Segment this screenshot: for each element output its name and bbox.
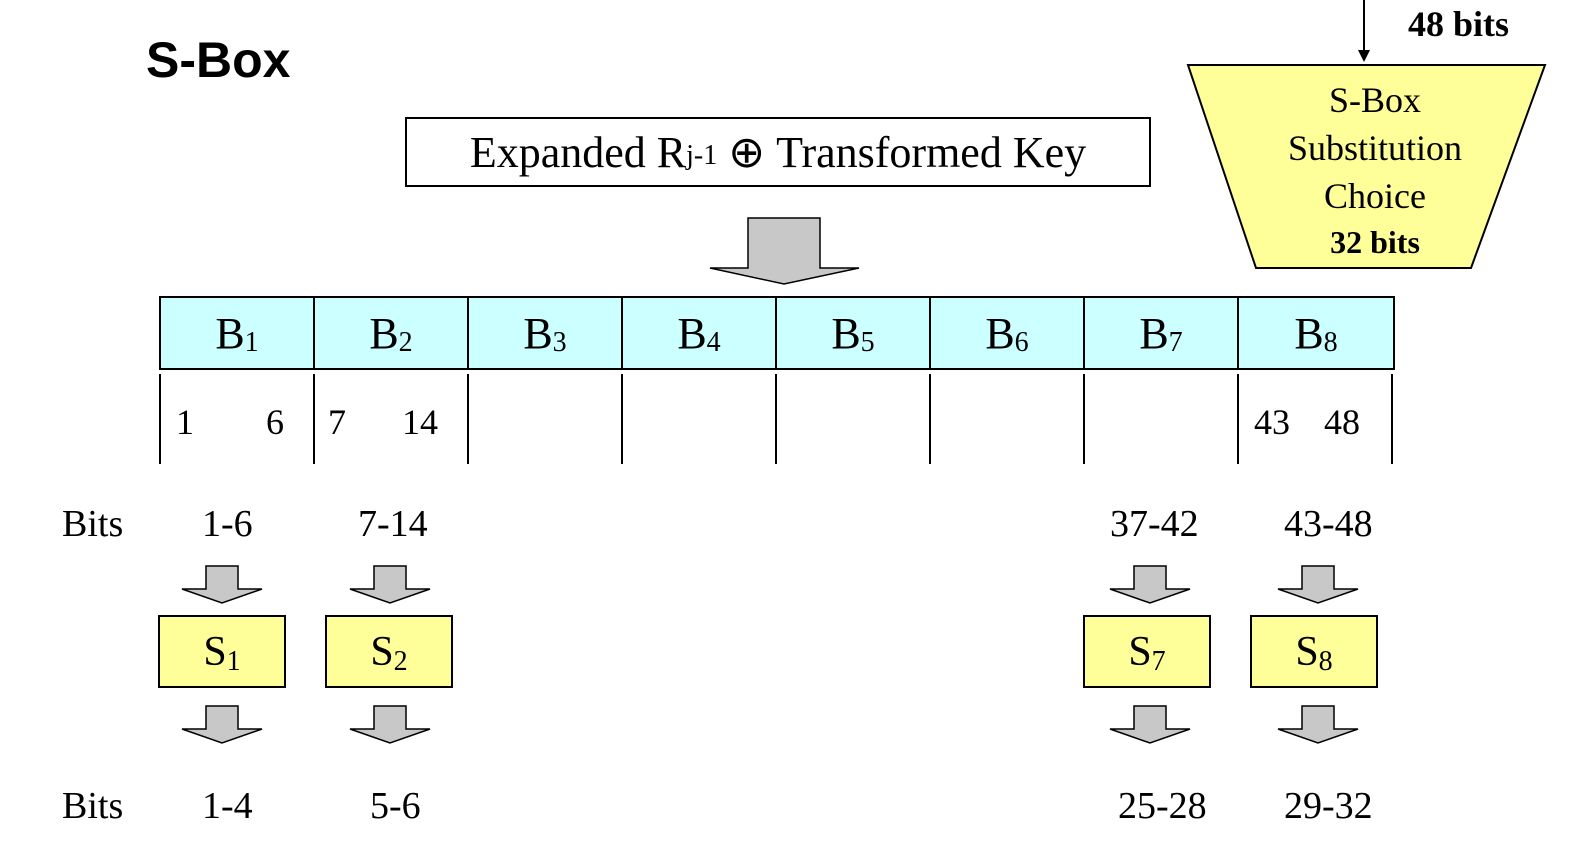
input-bits-range: 7-14 (358, 503, 428, 545)
bit-pos-b8-start: 43 (1254, 402, 1290, 442)
substitution-line-1: S-Box (1328, 80, 1422, 120)
substitution-line-3: Choice (1324, 176, 1426, 216)
bit-pos-b8-end: 48 (1324, 402, 1360, 442)
input-bits-range: 1-6 (202, 503, 253, 545)
input-bits-range: 43-48 (1284, 503, 1373, 545)
input-bits-range: 37-42 (1110, 503, 1199, 545)
down-arrow-icon (1109, 705, 1191, 744)
output-bits-range: 25-28 (1118, 785, 1207, 827)
divider-line (929, 374, 931, 464)
big-down-arrow-icon (709, 217, 860, 285)
input-bits-label: Bits (62, 503, 124, 545)
page-title: S-Box (146, 32, 291, 88)
xor-symbol: ⊕ (728, 127, 766, 177)
bit-pos-b1-start: 1 (176, 402, 194, 442)
substitution-trapezoid (1186, 64, 1547, 269)
divider-line (775, 374, 777, 464)
header-subscript: j-1 (686, 140, 718, 171)
bit-pos-b1-end: 6 (266, 402, 284, 442)
divider-line (159, 374, 161, 464)
down-arrow-icon (1277, 705, 1359, 744)
bit-pos-b2-end: 14 (402, 402, 438, 442)
header-prefix: Expanded R (469, 127, 687, 177)
divider-line (1083, 374, 1085, 464)
output-bits-range: 29-32 (1284, 785, 1373, 827)
down-arrow-icon (1277, 565, 1359, 604)
output-bits-range: 5-6 (370, 785, 421, 827)
divider-line (621, 374, 623, 464)
divider-line (1391, 374, 1393, 464)
down-arrow-icon (349, 565, 431, 604)
output-bits-label: Bits (62, 785, 124, 827)
down-arrow-icon (181, 705, 263, 744)
divider-line (313, 374, 315, 464)
output-bits-32-label: 32 bits (1330, 224, 1420, 260)
substitution-line-2: Substitution (1287, 128, 1463, 168)
divider-line (1237, 374, 1239, 464)
bit-pos-b2-start: 7 (328, 402, 346, 442)
down-arrow-icon (181, 565, 263, 604)
down-arrow-icon (1109, 565, 1191, 604)
input-bits-48-label: 48 bits (1408, 4, 1510, 44)
header-suffix: Transformed Key (776, 127, 1087, 177)
input-arrow-icon (1358, 50, 1370, 62)
output-bits-range: 1-4 (202, 785, 253, 827)
divider-line (467, 374, 469, 464)
down-arrow-icon (349, 705, 431, 744)
